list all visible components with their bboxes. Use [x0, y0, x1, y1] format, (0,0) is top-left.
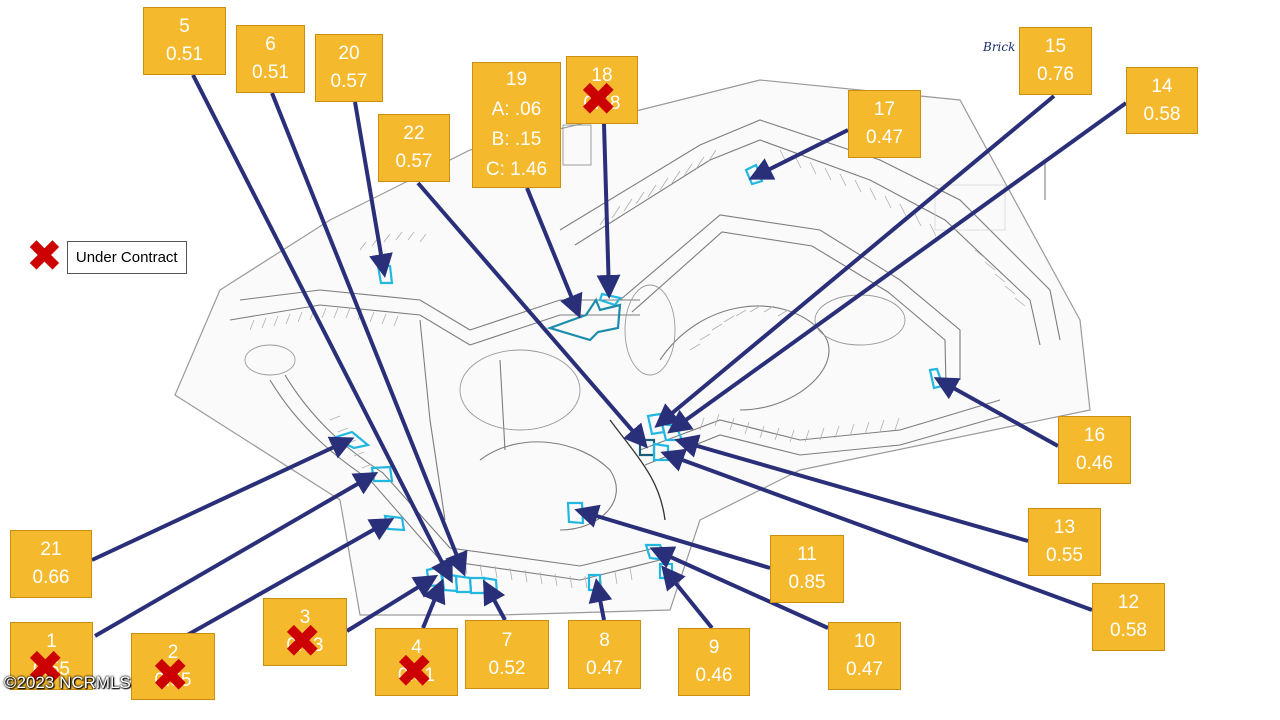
under-contract-x-icon: ✖: [26, 231, 63, 282]
arrow-lot-8: [588, 578, 613, 621]
arrow-lot-17: [748, 128, 849, 180]
under-contract-x-icon-lot-4: ✖: [395, 644, 434, 698]
arrow-lot-14: [667, 101, 1128, 434]
plat-notes: [934, 184, 1006, 231]
arrow-lot-6: [270, 92, 468, 577]
legend-label: Under Contract: [66, 240, 187, 274]
plat-outline: [174, 79, 1091, 616]
pointer-arrows: [91, 74, 1128, 644]
arrow-lot-15: [654, 94, 1056, 428]
arrow-lot-2: [174, 518, 395, 644]
arrow-lot-11: [574, 504, 771, 570]
arrow-lot-22: [416, 181, 648, 449]
plat-table: [562, 124, 592, 166]
under-contract-x-icon-lot-3: ✖: [283, 614, 322, 668]
lot-outline-19: [546, 297, 622, 342]
under-contract-x-icon-lot-1: ✖: [26, 640, 65, 694]
arrow-lot-10: [649, 546, 829, 630]
arrow-lot-16: [933, 377, 1059, 448]
arrow-lot-13: [674, 434, 1029, 543]
under-contract-x-icon-lot-18: ✖: [579, 72, 618, 126]
copyright-watermark: ©2023 NCRMLS: [4, 673, 131, 692]
under-contract-x-icon-lot-2: ✖: [151, 648, 190, 702]
arrow-lot-21: [91, 436, 355, 562]
arrow-lot-18: [596, 123, 621, 299]
lot-hatching: [249, 149, 1026, 589]
arrow-lot-1: [93, 471, 379, 638]
arrow-lot-3: [345, 574, 439, 633]
arrow-lot-20: [353, 101, 393, 278]
legend: ✖ Under Contract: [26, 231, 187, 282]
lot-label-19[interactable]: 19 A: .06 B: .15 C: 1.46: [472, 62, 561, 188]
arrow-lot-7: [483, 579, 507, 621]
arrow-lot-5: [191, 74, 453, 584]
arrow-lot-9: [661, 565, 714, 630]
arrow-lot-19: [525, 187, 583, 319]
arrow-lot-12: [660, 448, 1093, 612]
